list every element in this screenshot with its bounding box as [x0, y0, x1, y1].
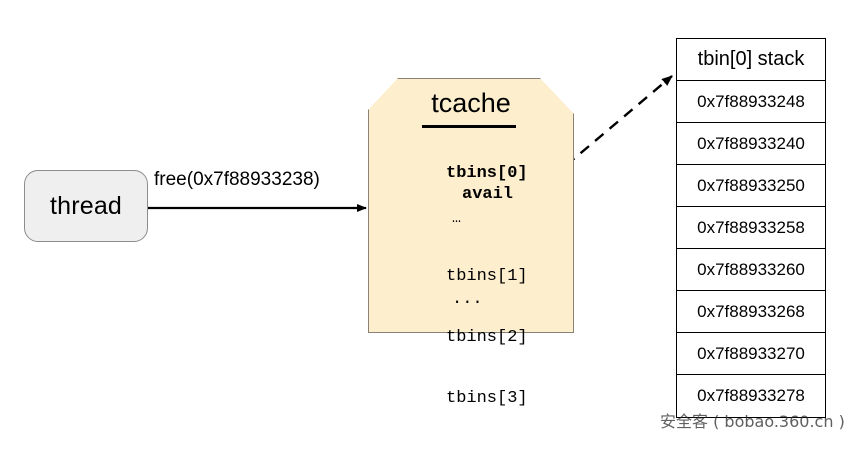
free-call-label: free(0x7f88933238): [154, 169, 320, 190]
tbin0-stack-table: tbin[0] stack 0x7f88933248 0x7f88933240 …: [676, 38, 826, 418]
thread-label: thread: [49, 191, 123, 220]
tcache-title: tcache: [431, 88, 511, 118]
tbins0-label: tbins[0]: [446, 164, 528, 183]
diagram-canvas: thread free(0x7f88933238) tcache tbins[0…: [24, 38, 845, 431]
tcache-node[interactable]: tcache tbins[0] avail … tbins[1] tbins[2…: [368, 78, 574, 408]
stack-row: 0x7f88933240: [677, 123, 825, 165]
tcache-title-underline: [422, 125, 516, 128]
stack-row: 0x7f88933250: [677, 165, 825, 207]
tcache-ellipsis-top: …: [452, 210, 462, 227]
tcache-bin-list: tbins[1] tbins[2] tbins[3]: [446, 226, 528, 449]
stack-table-header: tbin[0] stack: [677, 39, 825, 81]
stack-row: 0x7f88933248: [677, 81, 825, 123]
tcache-bin-item: tbins[2]: [446, 328, 528, 347]
stack-row: 0x7f88933258: [677, 207, 825, 249]
stack-row: 0x7f88933270: [677, 333, 825, 375]
tcache-bin-item: tbins[1]: [446, 267, 528, 286]
thread-node[interactable]: thread: [24, 170, 148, 242]
tcache-ellipsis-bottom: ...: [452, 290, 483, 309]
watermark: 安全客 ( bobao.360.cn ): [660, 412, 845, 431]
stack-row: 0x7f88933260: [677, 249, 825, 291]
stack-row: 0x7f88933268: [677, 291, 825, 333]
avail-label: avail: [462, 185, 514, 204]
tcache-bin-item: tbins[3]: [446, 389, 528, 408]
stack-row: 0x7f88933278: [677, 375, 825, 417]
tcache-shape: [368, 78, 574, 333]
